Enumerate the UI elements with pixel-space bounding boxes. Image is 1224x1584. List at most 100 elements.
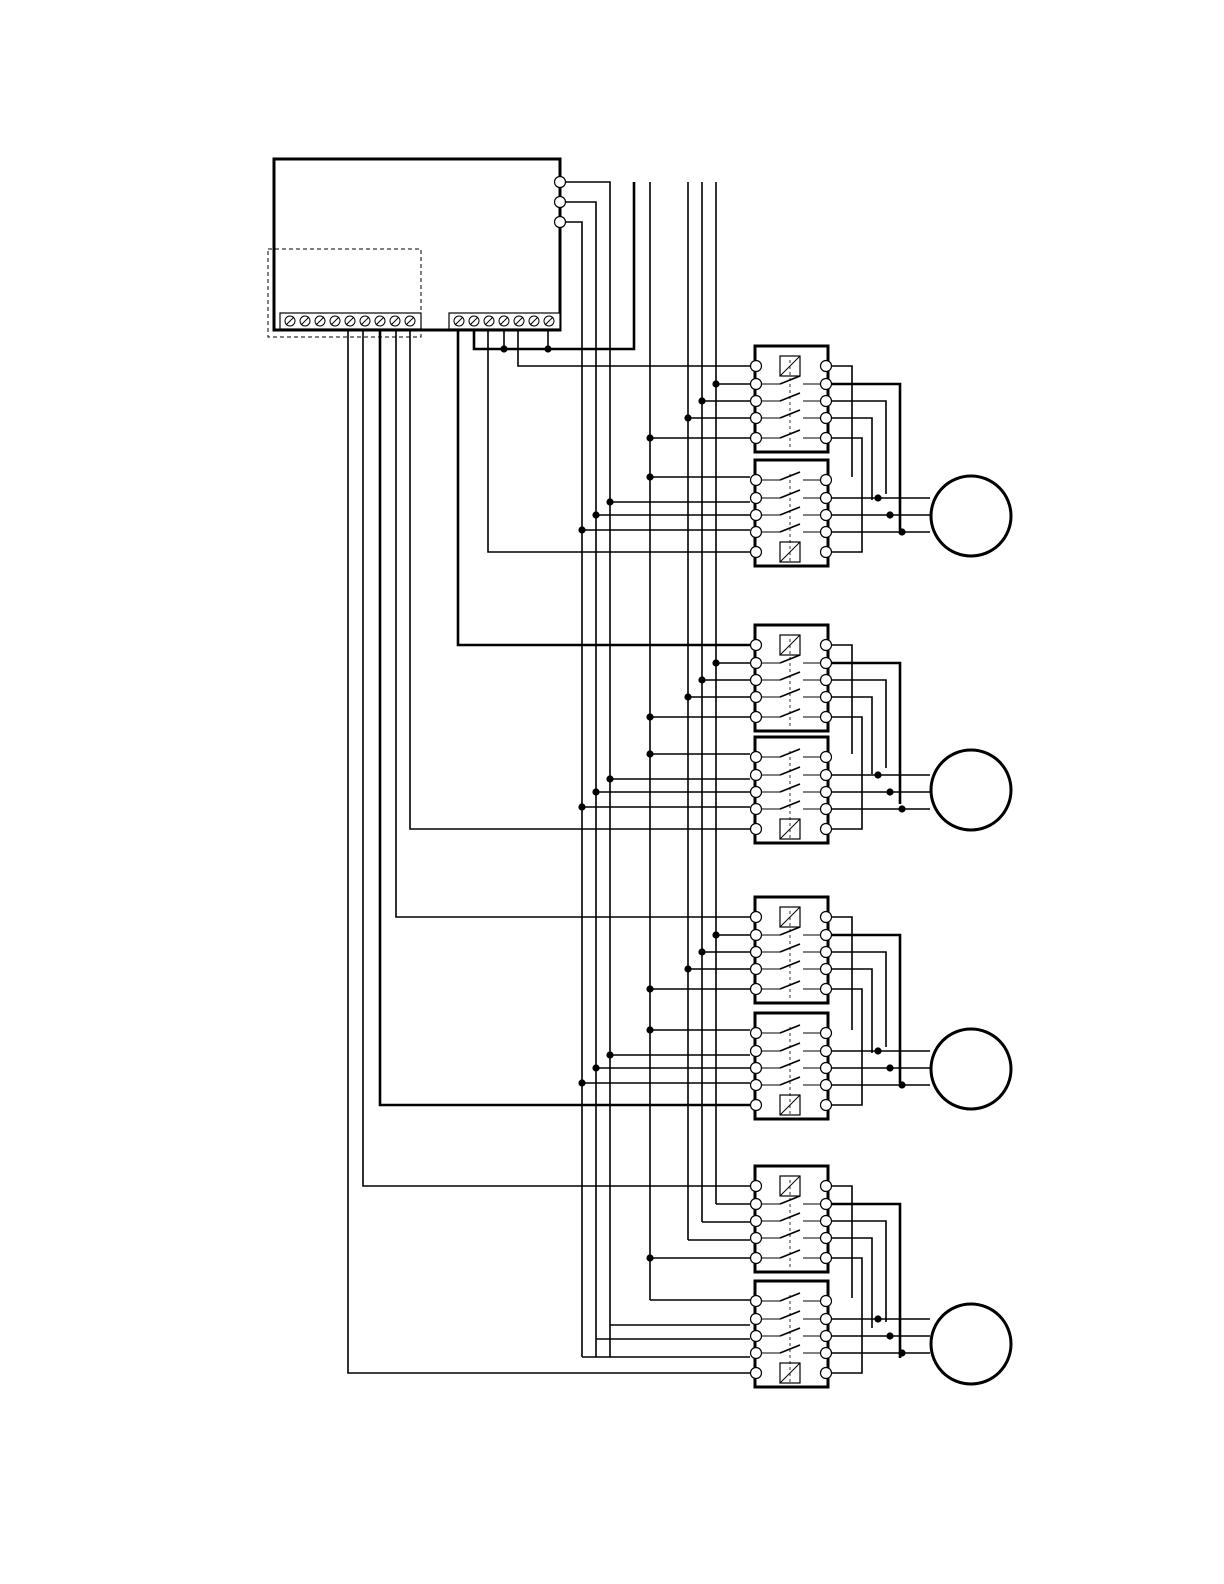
junction-dot — [712, 931, 719, 938]
junction-dot — [874, 1047, 881, 1054]
junction-dot — [544, 345, 551, 352]
coil-return — [832, 989, 862, 1105]
junction-dot — [898, 1081, 905, 1088]
contactor-terminal — [821, 1080, 832, 1091]
junction-dot — [578, 1079, 585, 1086]
contactor — [751, 1013, 832, 1119]
contact-blade — [780, 1250, 800, 1258]
contactor-terminal — [751, 824, 762, 835]
contactor-terminal — [821, 475, 832, 486]
junction-dot — [874, 1315, 881, 1322]
controller-output-terminals — [555, 177, 566, 228]
junction-dot — [646, 1254, 653, 1261]
contactor — [751, 737, 832, 843]
contactor-terminal — [751, 1028, 762, 1039]
motors — [931, 476, 1011, 1384]
motor-lead-a2 — [832, 401, 886, 494]
contactor-terminal — [751, 1314, 762, 1325]
junction-dot — [874, 494, 881, 501]
contact-blade — [780, 1328, 800, 1336]
contactor-terminal — [821, 1216, 832, 1227]
contactor — [751, 625, 832, 731]
junction-dot — [698, 948, 705, 955]
contactor — [751, 346, 832, 452]
contact-blade — [780, 672, 800, 680]
output-terminal — [555, 217, 566, 228]
contactor-terminal — [751, 912, 762, 923]
motor-icon — [931, 1304, 1011, 1384]
junction-dot — [874, 771, 881, 778]
coil-control-a — [363, 330, 750, 1186]
junction-dot — [646, 713, 653, 720]
junction-dot — [698, 397, 705, 404]
contactor-terminal — [821, 640, 832, 651]
terminal-strip-a — [280, 313, 421, 329]
contactor-terminal — [751, 658, 762, 669]
interlock-wire — [832, 366, 852, 477]
contact-blade — [780, 709, 800, 717]
contactor-terminal — [821, 510, 832, 521]
wiring — [348, 182, 930, 1373]
contactor-terminal — [821, 433, 832, 444]
output-terminal — [555, 177, 566, 188]
contactor-terminal — [821, 787, 832, 798]
contactor-terminal — [821, 1331, 832, 1342]
junction-dot — [898, 528, 905, 535]
contactor-terminal — [751, 752, 762, 763]
contact-blade — [780, 393, 800, 401]
contactor-terminal — [751, 640, 762, 651]
coil-return — [832, 1258, 862, 1373]
contact-blade — [780, 749, 800, 757]
contact-blade — [780, 944, 800, 952]
contactor-terminal — [821, 1368, 832, 1379]
controller-enclosure — [274, 159, 560, 330]
contactor-terminal — [751, 1331, 762, 1342]
contactor — [751, 1166, 832, 1272]
contactor-terminal — [751, 1233, 762, 1244]
contactor-terminal — [751, 510, 762, 521]
contactor-terminal — [751, 1348, 762, 1359]
contact-blade — [780, 767, 800, 775]
contactor-terminal — [751, 527, 762, 538]
contactor-banks — [751, 346, 832, 1387]
contactor-terminal — [751, 984, 762, 995]
controller-unit — [268, 159, 566, 337]
contact-blade — [780, 1025, 800, 1033]
contactor-terminal — [751, 1216, 762, 1227]
contactor-terminal — [821, 984, 832, 995]
motor-lead-a1 — [832, 384, 900, 530]
contactor-terminal — [821, 527, 832, 538]
junction-dot — [886, 511, 893, 518]
contact-blade — [780, 1060, 800, 1068]
junction-dot — [592, 788, 599, 795]
contact-blade — [780, 1293, 800, 1301]
junction-dot — [712, 380, 719, 387]
contactor-terminal — [821, 675, 832, 686]
contact-blade — [780, 1043, 800, 1051]
output-bus-2 — [566, 202, 596, 1357]
contactor-terminal — [821, 1046, 832, 1057]
contactor-terminal — [751, 396, 762, 407]
motor-lead-a2 — [832, 952, 886, 1047]
coil-return — [832, 717, 862, 829]
contactor-terminal — [751, 675, 762, 686]
contactor-terminal — [751, 1181, 762, 1192]
junction-dot — [606, 775, 613, 782]
junction-dot — [684, 414, 691, 421]
contactor-terminal — [751, 770, 762, 781]
contactor-terminal — [751, 433, 762, 444]
contactor-terminal — [821, 413, 832, 424]
coil-control-b — [488, 330, 750, 552]
contactor-terminal — [751, 1368, 762, 1379]
contact-blade — [780, 981, 800, 989]
junction-dot — [684, 965, 691, 972]
contactor-terminal — [821, 912, 832, 923]
junction-dot — [606, 498, 613, 505]
junction-dot — [698, 676, 705, 683]
contactor-terminal — [821, 1348, 832, 1359]
coil-return — [832, 438, 862, 552]
junction-dot — [684, 693, 691, 700]
output-terminal — [555, 197, 566, 208]
contactor-terminal — [751, 1100, 762, 1111]
